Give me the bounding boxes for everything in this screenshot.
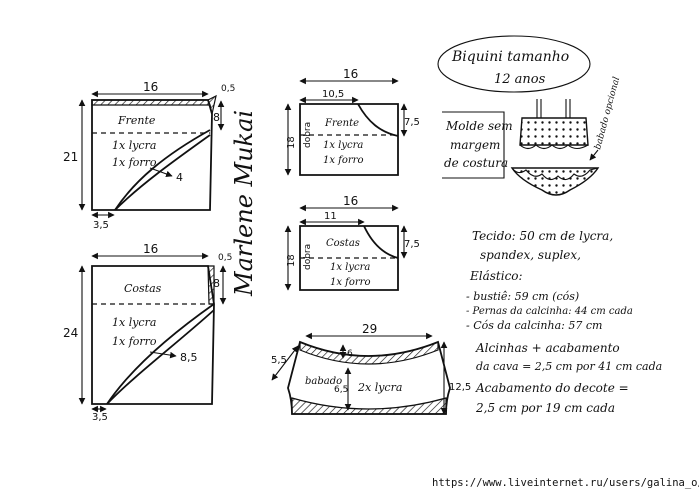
front-large-line2: 1x forro — [112, 156, 157, 169]
back-large-line1: 1x lycra — [112, 316, 156, 329]
spec-elastico-3: - Cós da calcinha: 57 cm — [466, 319, 602, 332]
signature-text: Marlene Mukai — [230, 110, 258, 297]
front-large-width: 16 — [143, 80, 158, 94]
spec-elastico-2: - Pernas da calcinha: 44 cm cada — [466, 306, 633, 317]
front-small-right: 7,5 — [404, 117, 420, 128]
specs-block: Tecido: 50 cm de lycra, spandex, suplex,… — [466, 229, 662, 415]
spec-tecido-2: spandex, suplex, — [480, 248, 581, 262]
back-large-curve: 8,5 — [180, 351, 198, 364]
seam-note: Molde sem margem de costura — [442, 111, 513, 179]
ruffle-qty: 2x lycra — [357, 381, 402, 394]
front-small-piece: 16 10,5 18 7,5 dobra Frente 1x lycra 1x … — [284, 67, 420, 176]
back-large-height-right: 8 — [213, 277, 220, 290]
back-large-width: 16 — [143, 242, 158, 256]
back-small-inner: 11 — [324, 211, 337, 222]
title-line1: Biquini tamanho — [451, 49, 569, 65]
front-large-height-right: 8 — [213, 111, 220, 124]
title-block: Biquini tamanho 12 anos — [437, 35, 591, 93]
note-line2: margem — [450, 138, 500, 152]
spec-decote-1: Acabamento do decote = — [475, 381, 629, 395]
back-large-corner: 0,5 — [218, 253, 232, 263]
babado-opcional-label: babado opcional — [593, 76, 622, 151]
front-small-height: 18 — [286, 136, 297, 149]
front-small-dobra: dobra — [303, 122, 313, 148]
back-small-right: 7,5 — [404, 239, 420, 250]
back-small-height: 18 — [286, 254, 297, 267]
back-small-name: Costas — [326, 238, 360, 249]
front-large-height: 21 — [63, 150, 78, 164]
ruffle-width: 29 — [362, 322, 377, 336]
ruffle-side: 5,5 — [271, 355, 287, 366]
title-line2: 12 anos — [494, 72, 546, 87]
back-large-name: Costas — [124, 282, 162, 295]
back-small-line1: 1x lycra — [330, 262, 370, 273]
spec-decote-2: 2,5 cm por 19 cm cada — [475, 401, 615, 415]
back-small-width: 16 — [343, 194, 358, 208]
front-large-bottom: 3,5 — [93, 220, 109, 231]
spec-alcinhas-2: da cava = 2,5 cm por 41 cm cada — [476, 360, 662, 373]
signature: Marlene Mukai — [230, 110, 258, 297]
front-small-line1: 1x lycra — [323, 140, 363, 151]
front-small-name: Frente — [324, 118, 359, 129]
front-small-width: 16 — [343, 67, 358, 81]
back-small-dobra: dobra — [303, 244, 313, 270]
ruffle-middle: 6,5 — [334, 385, 348, 395]
note-line3: de costura — [444, 156, 508, 170]
back-large-piece: 16 0,5 8 24 3,5 8,5 Costas 1x lycra 1x f… — [63, 242, 232, 423]
front-large-corner: 0,5 — [221, 84, 235, 94]
front-small-inner: 10,5 — [322, 89, 344, 100]
spec-elastico-1: - bustiê: 59 cm (cós) — [466, 290, 579, 303]
ruffle-right: 12,5 — [449, 382, 471, 393]
back-small-line2: 1x forro — [330, 277, 370, 288]
spec-elastico: Elástico: — [469, 269, 523, 283]
spec-alcinhas-1: Alcinhas + acabamento — [475, 341, 620, 355]
front-small-line2: 1x forro — [323, 155, 363, 166]
bikini-sketch: babado opcional — [510, 76, 622, 196]
back-large-height: 24 — [63, 326, 78, 340]
spec-tecido-1: Tecido: 50 cm de lycra, — [472, 229, 613, 243]
front-large-curve: 4 — [176, 171, 183, 184]
back-large-bottom: 3,5 — [92, 412, 108, 423]
ruffle-label: babado — [305, 376, 342, 387]
front-large-name: Frente — [117, 114, 156, 127]
note-line1: Molde sem — [445, 119, 513, 133]
front-large-piece: 16 0,5 8 21 3,5 4 Frente 1x lycra 1x for… — [63, 80, 235, 231]
front-large-line1: 1x lycra — [112, 139, 156, 152]
back-small-piece: 16 11 18 7,5 dobra Costas 1x lycra 1x fo… — [284, 194, 420, 291]
ruffle-piece: 29 6 5,5 6,5 12,5 babado 2x lycra — [271, 322, 471, 415]
source-url: https://www.liveinternet.ru/users/galina… — [432, 477, 699, 489]
ruffle-top: 6 — [347, 349, 353, 359]
back-large-line2: 1x forro — [112, 335, 157, 348]
